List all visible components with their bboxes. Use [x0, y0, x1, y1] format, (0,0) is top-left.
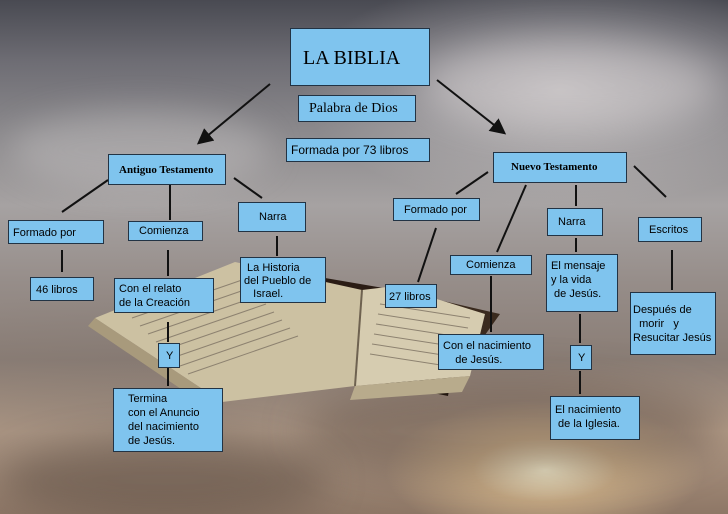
- antiguo-formado-por-node: Formado por: [8, 220, 104, 244]
- connector-line: [61, 179, 109, 213]
- nuevo-comienza-node: Comienza: [450, 255, 532, 275]
- connector-line: [417, 227, 437, 283]
- nuevo-libros-node: 27 libros: [385, 284, 437, 308]
- nuevo-narra-node: Narra: [547, 208, 603, 236]
- arrow-to-nuevo: [436, 79, 507, 135]
- title-node: LA BIBLIA: [290, 28, 430, 86]
- connector-line: [455, 171, 489, 195]
- nuevo-mensaje-node: El mensaje y la vida de Jesús.: [546, 254, 618, 312]
- nuevo-escritos-node: Escritos: [638, 217, 702, 242]
- antiguo-narra-node: Narra: [238, 202, 306, 232]
- antiguo-termina-node: Termina con el Anuncio del nacimiento de…: [113, 388, 223, 452]
- nuevo-despues-node: Después de morir y Resucitar Jesús: [630, 292, 716, 355]
- nuevo-formado-por-node: Formado por: [393, 198, 480, 221]
- nuevo-iglesia-node: El nacimiento de la Iglesia.: [550, 396, 640, 440]
- connector-line: [496, 184, 527, 253]
- nuevo-con-nacimiento-node: Con el nacimiento de Jesús.: [438, 334, 544, 370]
- nuevo-y-node: Y: [570, 345, 592, 370]
- antiguo-historia-node: La Historia del Pueblo de Israel.: [240, 257, 326, 303]
- antiguo-con-relato-node: Con el relato de la Creación: [114, 278, 214, 313]
- antiguo-y-node: Y: [158, 343, 180, 368]
- connector-line: [233, 177, 263, 199]
- connector-line: [633, 165, 667, 198]
- cloud-shape: [420, 40, 720, 130]
- antiguo-testamento-node: Antiguo Testamento: [108, 154, 226, 185]
- formada-node: Formada por 73 libros: [286, 138, 430, 162]
- nuevo-testamento-node: Nuevo Testamento: [493, 152, 627, 183]
- arrow-to-antiguo: [196, 83, 271, 145]
- antiguo-comienza-node: Comienza: [128, 221, 203, 241]
- antiguo-libros-node: 46 libros: [30, 277, 94, 301]
- subtitle-node: Palabra de Dios: [298, 95, 416, 122]
- cloud-shape: [0, 440, 330, 514]
